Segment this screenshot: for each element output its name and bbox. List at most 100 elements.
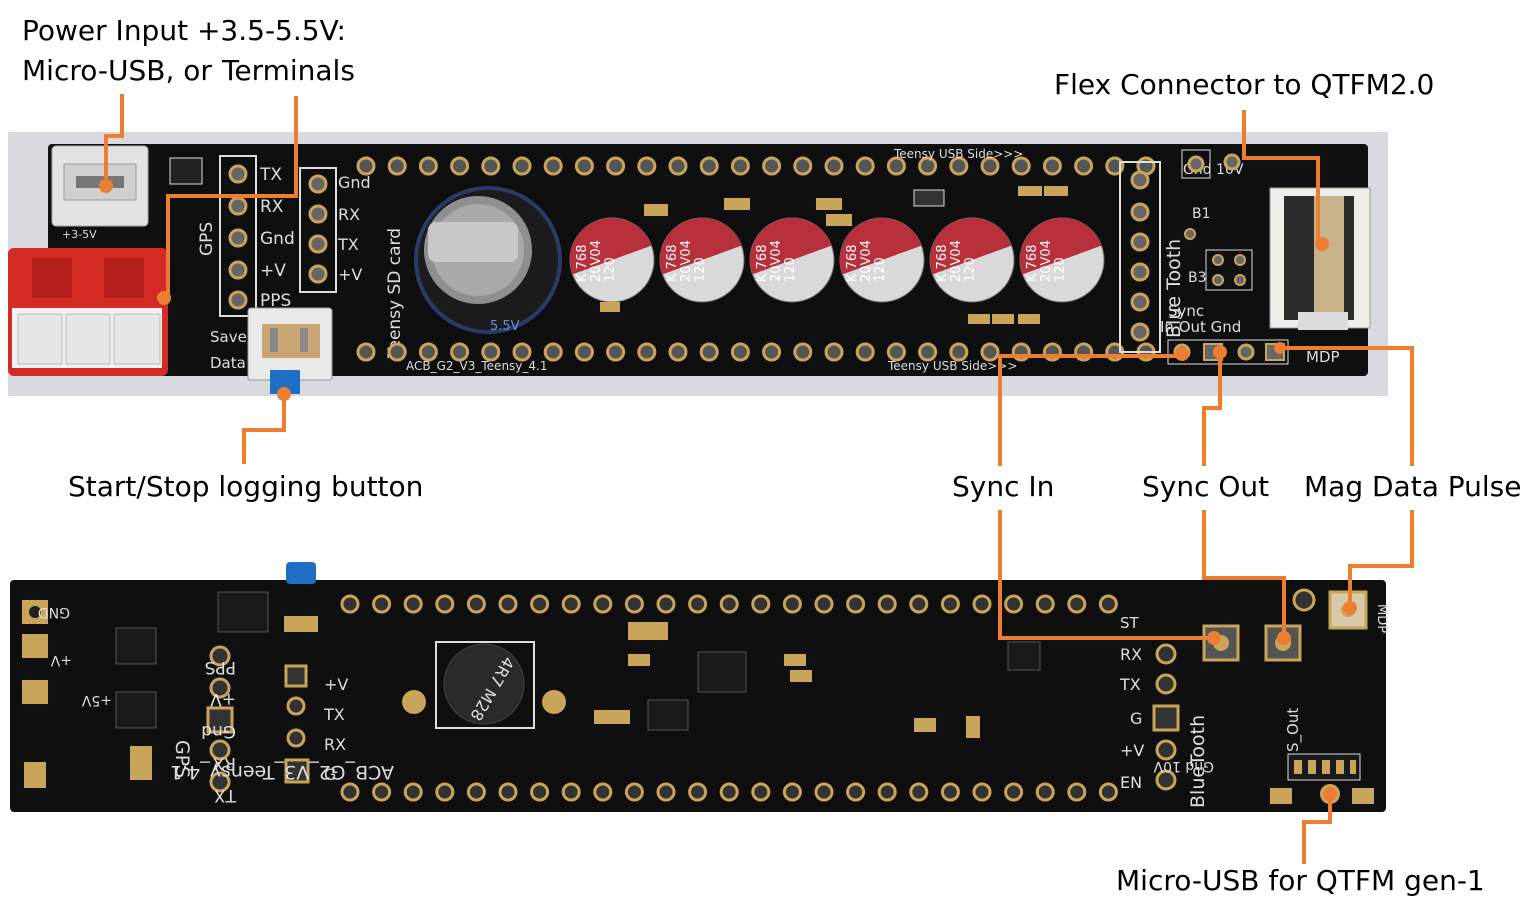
header-pin	[606, 156, 626, 176]
capacitor-marking: K 768	[935, 245, 950, 282]
header-pin	[1067, 782, 1087, 802]
label-terminals: Terminals	[222, 54, 355, 87]
header-pin	[593, 782, 613, 802]
capacitor-marking: 20V04	[589, 240, 604, 282]
header-pin	[530, 782, 550, 802]
header-pin	[846, 782, 866, 802]
coin-cell-battery: 5.5V	[414, 186, 562, 334]
header-pin	[814, 782, 834, 802]
header-pin	[561, 782, 581, 802]
header-pin	[846, 594, 866, 614]
silk-gnd: Gnd	[260, 229, 295, 249]
header-pin	[814, 594, 834, 614]
header-pin	[637, 156, 657, 176]
silk-st-bottom: ST	[1120, 614, 1140, 632]
silk-vplus-gps: +V	[210, 689, 236, 709]
header-pin	[719, 594, 739, 614]
header-pin	[972, 594, 992, 614]
header-pin	[751, 594, 771, 614]
inductor: 4R7 M28	[402, 641, 566, 729]
header-pin	[543, 156, 563, 176]
svg-text:TX: TX	[323, 705, 345, 724]
header-pin	[372, 782, 392, 802]
header-pin	[1004, 594, 1024, 614]
silk-gnd-gps: Gnd	[201, 721, 236, 741]
header-pin	[450, 156, 470, 176]
svg-text:G: G	[324, 765, 336, 784]
header-pin	[688, 782, 708, 802]
header-pin	[656, 782, 676, 802]
header-pin	[637, 342, 657, 362]
header-pin	[918, 156, 938, 176]
capacitor-marking: 20V04	[1039, 240, 1054, 282]
silk-g-right: G	[1130, 709, 1142, 728]
silk-teensy-usb-bottom: Teensy USB Side>>>	[887, 359, 1017, 373]
header-pin	[481, 156, 501, 176]
header-pin	[719, 782, 739, 802]
capacitor-marking: K 768	[665, 245, 680, 282]
header-pin	[574, 342, 594, 362]
header-pin	[1098, 782, 1118, 802]
silk-5v-bottom: +5V	[81, 692, 112, 708]
header-pin	[1035, 782, 1055, 802]
header-pin	[699, 156, 719, 176]
capacitor-marking: 20V04	[859, 240, 874, 282]
svg-text:Gnd: Gnd	[338, 173, 371, 192]
teensy-pin-rows-bottom	[340, 594, 1118, 802]
header-pin	[498, 782, 518, 802]
header-pin	[356, 342, 376, 362]
header-pin	[435, 594, 455, 614]
power-range-silk: +3-5V	[62, 228, 97, 241]
header-pin	[762, 342, 782, 362]
header-pin	[418, 342, 438, 362]
flex-connector	[1269, 187, 1371, 330]
capacitor-marking: K 768	[575, 245, 590, 282]
capacitor-marking: 120	[963, 257, 978, 282]
header-pin	[824, 156, 844, 176]
header-pin	[340, 782, 360, 802]
silk-b1: B1	[1192, 206, 1211, 222]
capacitor-marking: 120	[693, 257, 708, 282]
silk-vplus: +V	[260, 261, 286, 281]
silk-b3: B3	[1188, 270, 1207, 286]
silk-sync: Sync	[1168, 302, 1204, 320]
header-pin	[909, 594, 929, 614]
capacitor-marking: K 768	[755, 245, 770, 282]
header-pin	[593, 594, 613, 614]
capacitor-marking: 20V04	[949, 240, 964, 282]
header-pin	[466, 594, 486, 614]
start-stop-button[interactable]	[247, 307, 333, 394]
micro-usb-connector-icon	[51, 145, 149, 227]
header-pin	[886, 342, 906, 362]
header-pin	[918, 342, 938, 362]
header-pin	[1074, 342, 1094, 362]
header-pin	[793, 156, 813, 176]
silk-in-out-gnd: In Out Gnd	[1160, 318, 1241, 336]
gps-pads-bottom	[206, 645, 234, 793]
silk-save: Save	[210, 328, 247, 346]
capacitor-marking: 120	[873, 257, 888, 282]
header-left-bluetooth	[299, 167, 337, 293]
capacitor-marking: K 768	[845, 245, 860, 282]
header-pin	[481, 342, 501, 362]
silk-en: EN	[1120, 773, 1142, 792]
header-pin	[1042, 342, 1062, 362]
header-pin	[450, 342, 470, 362]
capacitor-marking: 20V04	[769, 240, 784, 282]
svg-text:+V: +V	[338, 265, 362, 284]
silk-tx-bottom: TX	[214, 785, 237, 805]
header-pin	[530, 594, 550, 614]
header-pin	[624, 782, 644, 802]
label-sync-out: Sync Out	[1142, 470, 1270, 503]
label-start-stop: Start/Stop logging button	[68, 470, 424, 503]
header-pin	[1098, 594, 1118, 614]
svg-text:RX: RX	[338, 205, 360, 224]
label-flex-connector: Flex Connector to QTFM2.0	[1054, 68, 1435, 101]
header-pin	[1105, 156, 1125, 176]
header-pin	[387, 156, 407, 176]
header-pin	[1074, 156, 1094, 176]
header-pin	[668, 342, 688, 362]
header-pin	[403, 594, 423, 614]
